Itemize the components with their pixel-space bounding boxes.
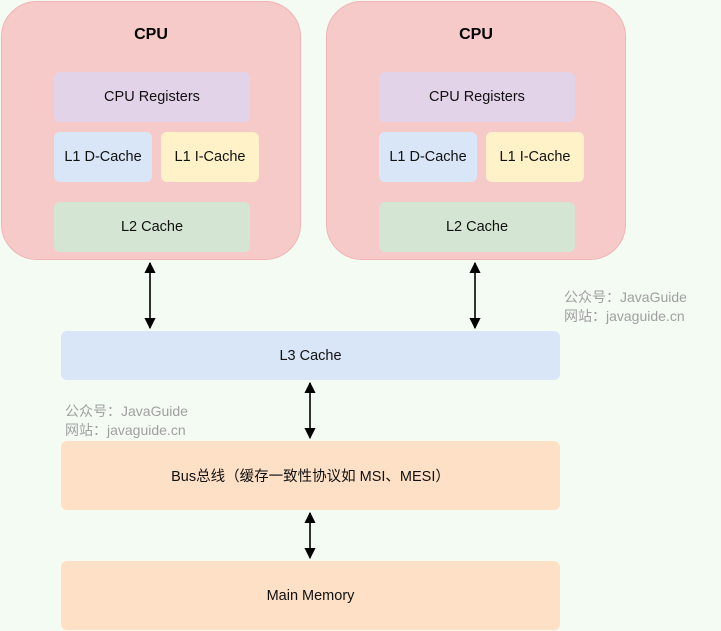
cpu-title: CPU: [134, 26, 168, 43]
cpu-block-1: CPU CPU Registers L1 D-Cache L1 I-Cache …: [1, 1, 301, 260]
bus-coherence-protocol: Bus总线（缓存一致性协议如 MSI、MESI）: [61, 441, 560, 510]
watermark-line: 网站：javaguide.cn: [65, 422, 186, 438]
cpu-registers: CPU Registers: [54, 72, 250, 122]
cpu-block-2: CPU CPU Registers L1 D-Cache L1 I-Cache …: [326, 1, 626, 260]
l1-d-cache: L1 D-Cache: [379, 132, 477, 182]
watermark-left: 公众号：JavaGuide 网站：javaguide.cn: [65, 402, 188, 440]
l1-i-cache: L1 I-Cache: [486, 132, 584, 182]
l2-cache: L2 Cache: [54, 202, 250, 252]
l2-cache: L2 Cache: [379, 202, 575, 252]
watermark-line: 公众号：JavaGuide: [564, 289, 687, 305]
main-memory: Main Memory: [61, 561, 560, 630]
cpu-title: CPU: [459, 26, 493, 43]
watermark-right: 公众号：JavaGuide 网站：javaguide.cn: [564, 288, 687, 326]
l1-d-cache: L1 D-Cache: [54, 132, 152, 182]
l1-i-cache: L1 I-Cache: [161, 132, 259, 182]
watermark-line: 公众号：JavaGuide: [65, 403, 188, 419]
watermark-line: 网站：javaguide.cn: [564, 308, 685, 324]
l3-cache: L3 Cache: [61, 331, 560, 380]
cpu-registers: CPU Registers: [379, 72, 575, 122]
